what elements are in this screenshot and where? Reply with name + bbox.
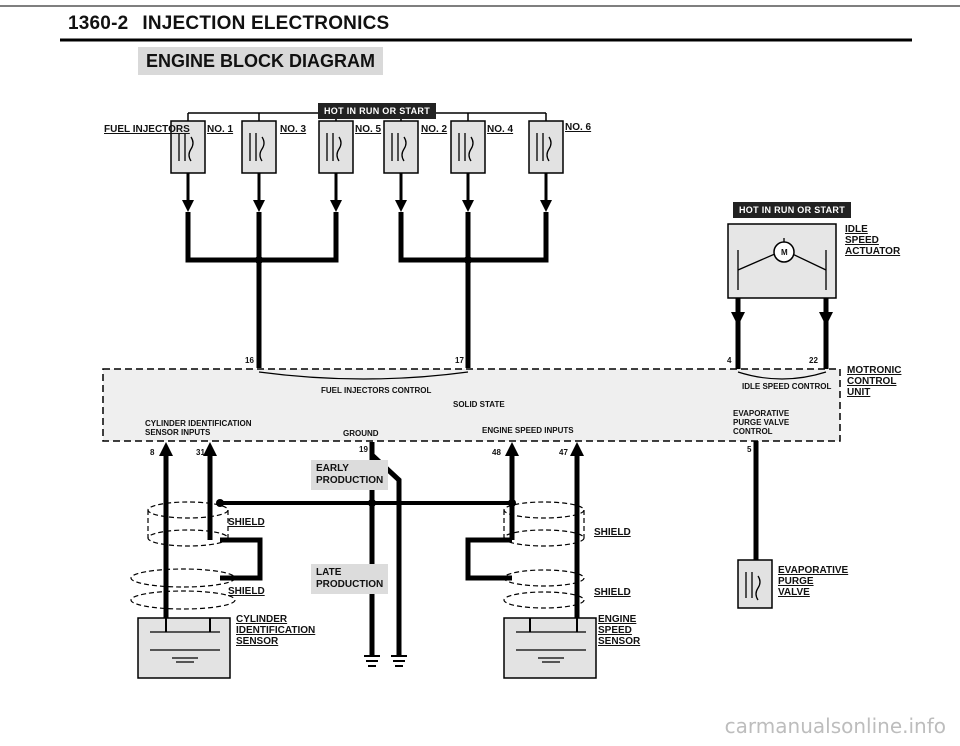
cyl-sensor-2: IDENTIFICATION <box>236 625 316 636</box>
pin-22: 22 <box>809 356 818 365</box>
pin-48: 48 <box>492 448 501 457</box>
idle-label-3: ACTUATOR <box>845 246 901 257</box>
ecu-name-2: CONTROL <box>847 376 897 387</box>
eng-sensor-3: SENSOR <box>598 636 641 647</box>
late-line-1: LATE <box>316 567 342 578</box>
fuel-injectors-label: FUEL INJECTORS <box>104 124 190 135</box>
evap-control-3: CONTROL <box>733 427 773 436</box>
pin-8: 8 <box>150 448 155 457</box>
ecu-name-1: MOTRONIC <box>847 365 902 376</box>
evap-valve-1: EVAPORATIVE <box>778 565 849 576</box>
hot-tag-top: HOT IN RUN OR START <box>318 103 437 119</box>
evap-control-2: PURGE VALVE <box>733 418 790 427</box>
injector-3-label: NO. 3 <box>280 124 307 135</box>
injector-2-label: NO. 2 <box>421 124 448 135</box>
page-header: 1360-2 INJECTION ELECTRONICS <box>68 13 389 35</box>
shield-label-3: SHIELD <box>594 527 631 538</box>
hot-tag-right: HOT IN RUN OR START <box>733 202 852 218</box>
injector-6 <box>528 120 564 174</box>
speed-sensor-box <box>503 617 597 679</box>
ground-symbols <box>364 655 407 667</box>
injector-arrows <box>182 200 552 212</box>
ecu-input-arrows <box>159 442 584 456</box>
injector-3 <box>241 120 277 174</box>
evap-control-1: EVAPORATIVE <box>733 409 790 418</box>
shield-label-2: SHIELD <box>228 586 265 597</box>
late-production-note: LATE PRODUCTION <box>311 564 389 594</box>
ground-label: GROUND <box>343 429 379 438</box>
idle-speed-control: IDLE SPEED CONTROL <box>742 382 832 391</box>
injector-5-label: NO. 5 <box>355 124 382 135</box>
motor-symbol <box>773 241 795 263</box>
evap-valve-2: PURGE <box>778 576 814 587</box>
ecu-name-3: UNIT <box>847 387 871 398</box>
shield-label-4: SHIELD <box>594 587 631 598</box>
cyl-sensor-box <box>137 617 231 679</box>
junction-a <box>255 256 263 264</box>
injector-2 <box>383 120 419 174</box>
early-production-note: EARLY PRODUCTION <box>311 460 389 490</box>
speed-inputs: ENGINE SPEED INPUTS <box>482 426 574 435</box>
evap-valve-3: VALVE <box>778 587 810 598</box>
ecu-box <box>102 368 841 442</box>
pin-16: 16 <box>245 356 254 365</box>
injector-4 <box>450 120 486 174</box>
cyl-sensor-1: CYLINDER <box>236 614 288 625</box>
injector-coils <box>178 133 552 162</box>
injector-5 <box>318 120 354 174</box>
evap-valve-box <box>737 559 773 609</box>
pin-17: 17 <box>455 356 464 365</box>
cyl-sensor-3: SENSOR <box>236 636 279 647</box>
solid-state: SOLID STATE <box>453 400 505 409</box>
injector-wires <box>186 173 548 200</box>
late-line-2: PRODUCTION <box>316 579 384 590</box>
cyl-inputs-1: CYLINDER IDENTIFICATION <box>145 419 252 428</box>
eng-sensor-2: SPEED <box>598 625 632 636</box>
watermark: carmanualsonline.info <box>724 714 946 738</box>
diagram-title: ENGINE BLOCK DIAGRAM <box>138 47 383 75</box>
pin-31: 31 <box>196 448 205 457</box>
injector-4-label: NO. 4 <box>487 124 514 135</box>
idle-label-2: SPEED <box>845 235 879 246</box>
early-line-2: PRODUCTION <box>316 475 384 486</box>
early-line-1: EARLY <box>316 463 349 474</box>
injector-1-label: NO. 1 <box>207 124 234 135</box>
pin-19: 19 <box>359 445 368 454</box>
shield-outlines <box>130 501 585 610</box>
shield-label-1: SHIELD <box>228 517 265 528</box>
injector-bus <box>185 212 549 368</box>
cyl-inputs-2: SENSOR INPUTS <box>145 428 211 437</box>
pin-5: 5 <box>747 445 752 454</box>
page-title: INJECTION ELECTRONICS <box>142 13 390 34</box>
injector-6-label: NO. 6 <box>565 122 592 133</box>
pin-4: 4 <box>727 356 732 365</box>
pin-47: 47 <box>559 448 568 457</box>
fuel-injectors-control: FUEL INJECTORS CONTROL <box>321 386 432 395</box>
motor-label: M <box>781 248 788 257</box>
junction-b <box>464 256 472 264</box>
idle-label-1: IDLE <box>845 224 868 235</box>
page-number: 1360-2 <box>68 13 129 34</box>
eng-sensor-1: ENGINE <box>598 614 637 625</box>
